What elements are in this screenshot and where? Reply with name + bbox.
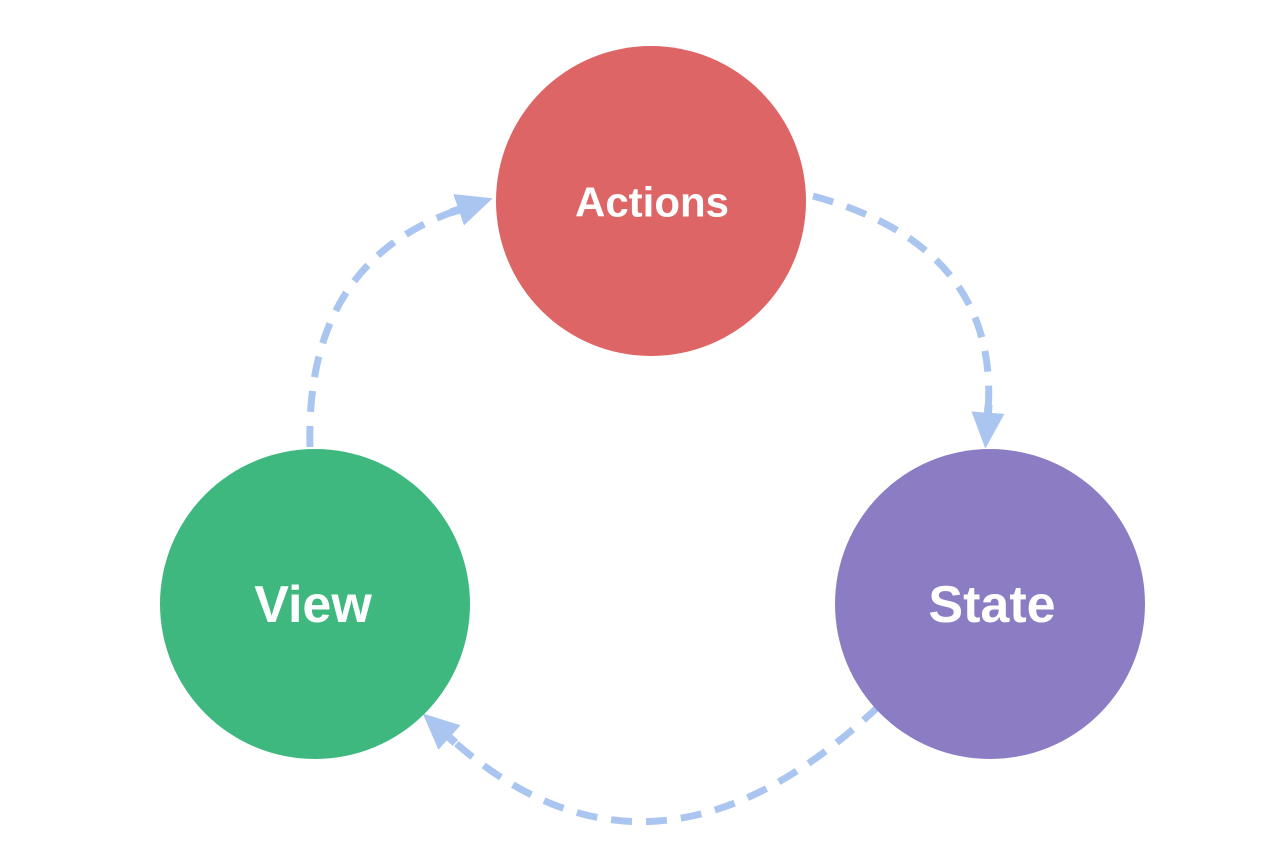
node-state-label: State (928, 576, 1055, 634)
node-actions-label: Actions (575, 179, 729, 226)
labels-group: Actions State View (254, 179, 1055, 635)
node-view-label: View (254, 576, 372, 634)
nodes-group (160, 46, 1145, 759)
node-actions-circle (496, 46, 806, 356)
node-view-circle (160, 449, 470, 759)
node-state-circle (835, 449, 1145, 759)
edge-actions-to-state (812, 192, 1005, 449)
edge-state-to-view (422, 703, 882, 826)
edges-group (306, 192, 1005, 826)
edge-view-to-actions (306, 194, 493, 448)
